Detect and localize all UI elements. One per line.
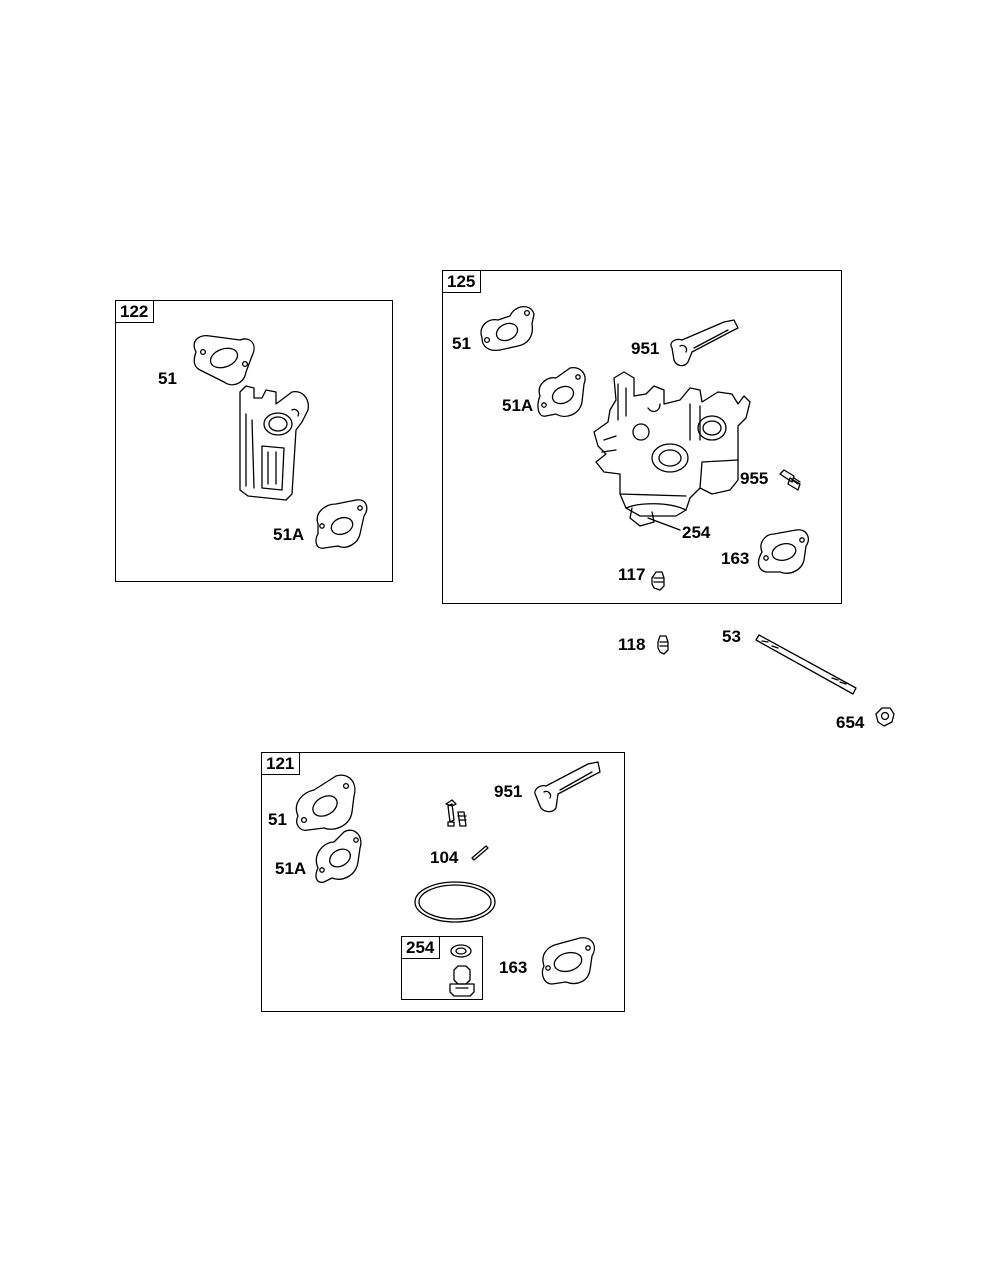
callout-122-51a: 51A <box>273 525 305 544</box>
gasket-163-icon <box>541 937 595 985</box>
callout-53: 53 <box>722 627 741 646</box>
adapter-plate-icon <box>239 385 309 501</box>
gasket-51-icon <box>193 334 255 386</box>
jet-118-icon <box>657 635 669 655</box>
kit-125-label: 125 <box>443 271 482 293</box>
o-ring-icon <box>414 881 496 923</box>
kit-125-box: 125 <box>442 270 842 604</box>
gasket-51a-icon <box>537 367 586 417</box>
callout-125-163: 163 <box>721 549 750 568</box>
callout-125-117: 117 <box>618 565 646 584</box>
callout-122-51: 51 <box>158 369 177 388</box>
callout-125-51: 51 <box>452 334 471 353</box>
kit-122-box: 122 <box>115 300 393 582</box>
callout-125-254: 254 <box>682 523 711 542</box>
callout-121-951: 951 <box>494 782 523 801</box>
gasket-51-icon <box>480 306 535 352</box>
nut-654-icon <box>875 707 895 727</box>
callout-121-104: 104 <box>430 848 459 867</box>
screw-955-icon <box>779 469 801 491</box>
kit-122-label: 122 <box>116 301 155 323</box>
carburetor-icon <box>593 371 751 527</box>
pin-104-icon <box>471 845 489 861</box>
subkit-254-label: 254 <box>402 937 441 959</box>
jet-117-icon <box>651 571 665 591</box>
drain-bolt-254-icon <box>449 965 475 997</box>
subkit-254-box: 254 <box>401 936 483 1000</box>
stud-53-icon <box>755 634 857 695</box>
needle-valve-icon <box>445 799 467 827</box>
callout-118: 118 <box>618 635 646 654</box>
callout-121-51: 51 <box>268 810 287 829</box>
gasket-51a-icon <box>315 829 362 883</box>
leader-line-254 <box>647 517 681 531</box>
callout-121-51a: 51A <box>275 859 307 878</box>
choke-lever-951-icon <box>534 761 601 813</box>
callout-125-951: 951 <box>631 339 660 358</box>
callout-121-163: 163 <box>499 958 528 977</box>
kit-121-label: 121 <box>262 753 301 775</box>
gasket-163-icon <box>757 529 810 574</box>
gasket-51a-icon <box>315 499 368 549</box>
kit-121-box: 121 <box>261 752 625 1012</box>
callout-654: 654 <box>836 713 865 732</box>
gasket-51-icon <box>295 774 356 831</box>
washer-254-icon <box>450 944 472 958</box>
callout-125-51a: 51A <box>502 396 534 415</box>
callout-125-955: 955 <box>740 469 769 488</box>
choke-lever-951-icon <box>670 319 739 367</box>
